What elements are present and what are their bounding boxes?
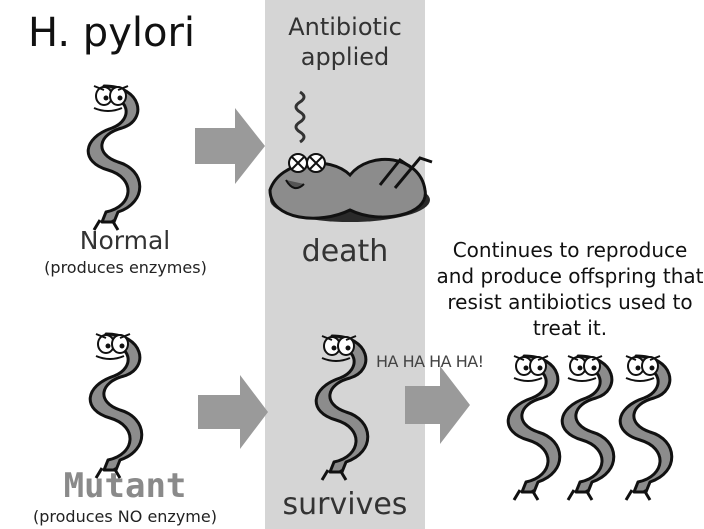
mutant-sublabel: (produces NO enzyme)	[0, 507, 250, 526]
death-label: death	[265, 234, 425, 269]
normal-label: Normal	[60, 226, 190, 255]
dead-bacterium-icon	[270, 92, 432, 222]
arrow-icon	[198, 375, 268, 449]
arrow-icon	[405, 366, 470, 444]
mutant-bacterium-icon	[90, 334, 142, 478]
laugh-text: HA HA HA HA!	[376, 352, 484, 371]
surviving-bacterium-icon	[316, 336, 368, 480]
arrow-icon	[195, 108, 265, 184]
page-title: H. pylori	[28, 10, 195, 56]
result-caption: Continues to reproduce and produce offsp…	[436, 237, 704, 341]
survives-label: survives	[265, 487, 425, 522]
antibiotic-header: Antibiotic applied	[265, 12, 425, 72]
normal-sublabel: (produces enzymes)	[8, 258, 243, 277]
normal-bacterium-icon	[88, 86, 140, 230]
offspring-bacteria-icon	[508, 356, 672, 500]
mutant-label: Mutant	[40, 466, 210, 506]
